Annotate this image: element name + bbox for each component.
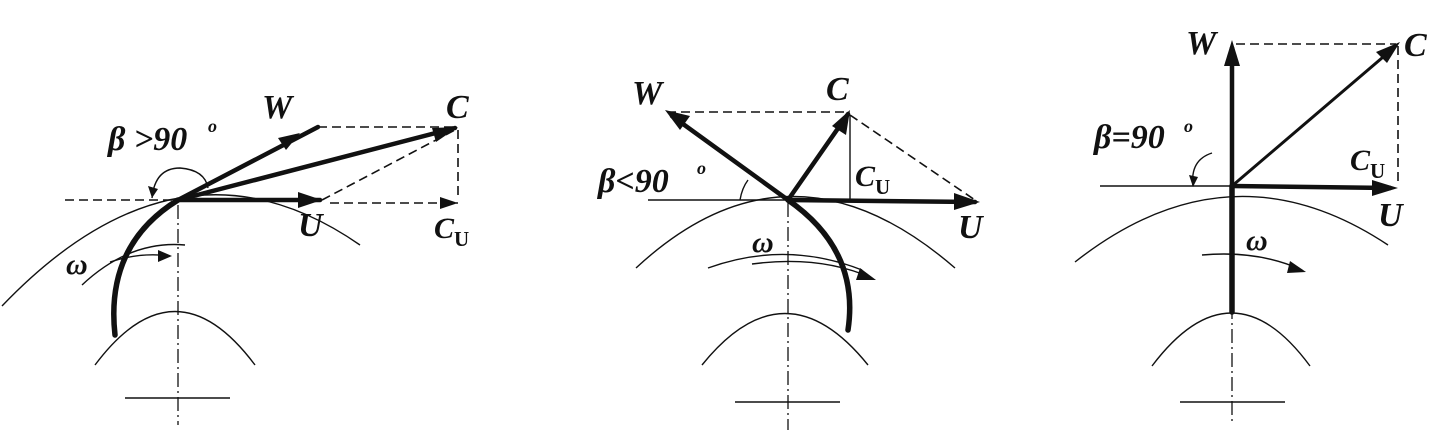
c-label: C — [446, 89, 469, 126]
omega-label: ω — [752, 226, 774, 259]
beta-label: β >90 — [106, 121, 187, 158]
cu-label: CU — [855, 160, 890, 199]
beta-angle-arc — [739, 179, 749, 201]
beta-label: β=90 — [1092, 119, 1165, 156]
omega-arrowhead — [856, 268, 876, 280]
c-vector — [175, 125, 458, 203]
blade — [111, 197, 181, 338]
beta-degree-sign: o — [208, 116, 217, 136]
beta-degree-sign: o — [1184, 116, 1193, 136]
hub-arc — [701, 312, 869, 366]
omega-arrowhead — [158, 250, 172, 262]
cu-label: CU — [1350, 144, 1385, 183]
c-vector — [1230, 44, 1398, 188]
omega-arrowhead — [1287, 261, 1306, 273]
hub-arc — [1151, 312, 1311, 367]
beta-degree-sign: o — [697, 158, 706, 178]
inner-arc — [81, 243, 186, 286]
w-arrowhead — [665, 110, 690, 130]
u-arrowhead — [1372, 180, 1398, 196]
u-label: U — [298, 207, 325, 244]
figure-backward-blades: β >90 o W C U CU ω — [1, 89, 469, 425]
u-arrowhead — [954, 193, 980, 210]
w-arrowhead — [278, 133, 300, 150]
dashed-c-to-u — [849, 114, 976, 201]
cu-label: CU — [434, 212, 469, 251]
omega-label: ω — [66, 248, 88, 281]
hub-arc — [94, 310, 256, 366]
u-label: U — [958, 209, 985, 246]
c-arrowhead — [432, 127, 458, 142]
w-label: W — [632, 75, 665, 112]
figure-forward-blades: W C β<90 o CU U ω — [596, 71, 985, 430]
c-label: C — [826, 71, 849, 108]
cu-main: C — [434, 212, 455, 245]
beta-label: β<90 — [596, 163, 669, 200]
cu-subscript: U — [1370, 159, 1385, 183]
cu-main: C — [855, 160, 876, 193]
cu-main: C — [1350, 144, 1371, 177]
figure-radial-blades: W C β=90 o CU U ω — [1074, 25, 1427, 425]
dashed-u-to-c — [321, 129, 456, 201]
omega-label: ω — [1246, 224, 1268, 257]
cu-subscript: U — [454, 227, 469, 251]
beta-angle-arc — [151, 167, 209, 199]
w-vector — [669, 113, 791, 203]
c-label: C — [1404, 27, 1427, 64]
w-label: W — [1186, 25, 1219, 62]
w-vector — [175, 124, 321, 203]
cu-arrowhead — [440, 197, 458, 209]
u-vector — [785, 197, 978, 205]
u-vector — [1229, 183, 1393, 191]
u-arrowhead — [298, 192, 322, 208]
u-label: U — [1378, 197, 1405, 234]
beta-arrowhead — [1189, 175, 1198, 187]
w-arrowhead — [1224, 40, 1240, 66]
cu-subscript: U — [875, 175, 890, 199]
omega-arc — [751, 260, 873, 279]
beta-arrowhead — [148, 186, 158, 198]
w-label: W — [262, 89, 295, 126]
c-arrowhead — [1376, 42, 1400, 63]
c-arrowhead — [832, 110, 850, 135]
blade — [785, 197, 853, 333]
